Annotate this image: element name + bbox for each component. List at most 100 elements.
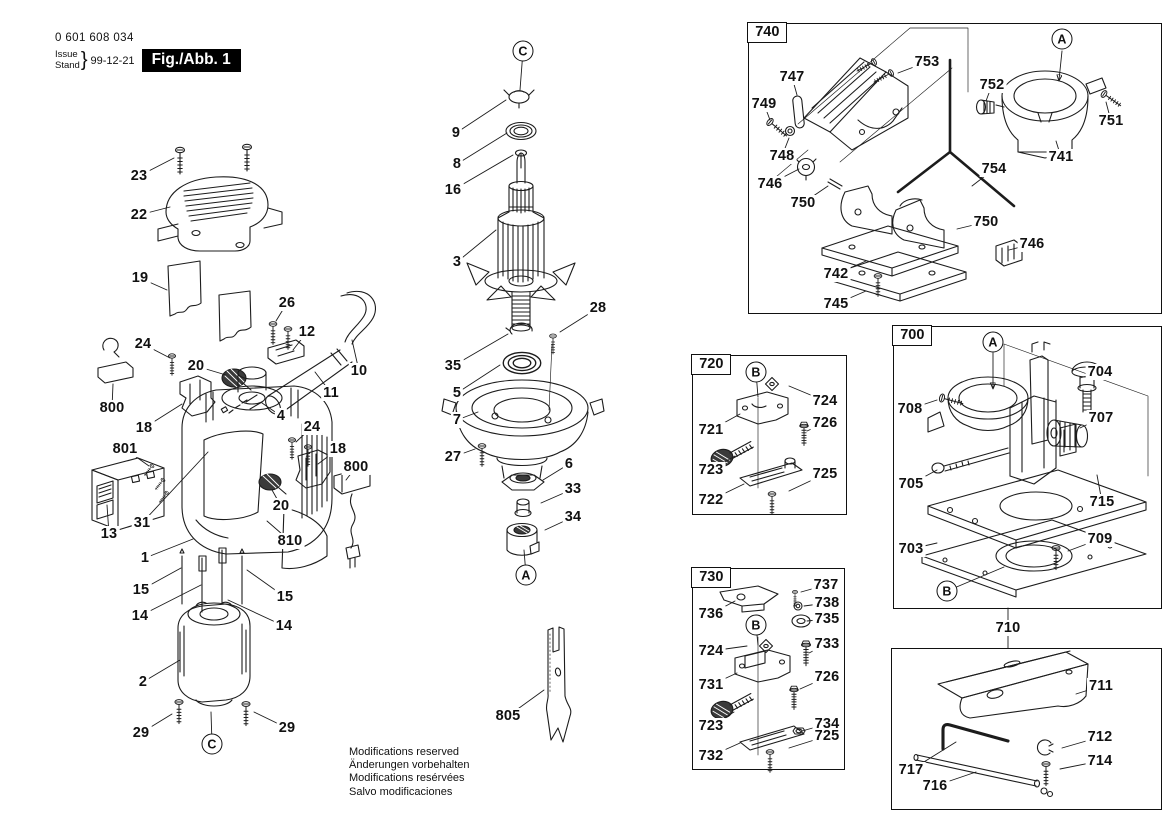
leader-line (111, 383, 114, 409)
leader-line (985, 84, 993, 102)
document-part-number: 0 601 608 034 (55, 32, 134, 44)
art-field-stator (174, 547, 251, 727)
leader-line (542, 463, 570, 481)
leader-line (1096, 474, 1103, 503)
leader-line (710, 672, 738, 686)
header: 0 601 608 034 Issue Stand } 99-12-21 Fig… (55, 32, 241, 72)
leader-line (456, 132, 508, 165)
box-label-740: 740 (747, 22, 788, 44)
leader-line (140, 713, 173, 734)
leader-line (138, 157, 175, 177)
disclaimer-line-fr: Modifications resérvées (349, 772, 465, 785)
leader-line (345, 466, 357, 481)
leader-line (1059, 760, 1101, 770)
leader-line (210, 711, 213, 745)
leader-line (261, 402, 282, 417)
art-switch (91, 457, 170, 531)
leader-line (1075, 685, 1102, 695)
leader-line (710, 645, 748, 652)
leader-line (106, 504, 110, 535)
art-main-motor-cap (157, 143, 283, 252)
leader-line (253, 711, 288, 729)
leader-line (755, 624, 759, 646)
leader-line (141, 451, 209, 524)
leader-line (455, 99, 507, 134)
art-motor-housing (181, 366, 333, 570)
art-box730-assembly (708, 585, 811, 773)
leader-line (791, 76, 798, 96)
art-left-clip (97, 337, 252, 417)
leader-line (452, 333, 509, 367)
sub-assembly-box-700: 700 (892, 325, 1162, 609)
leader-line (1067, 538, 1101, 552)
issue-date: 99-12-21 (90, 54, 135, 67)
figure-title-badge: Fig./Abb. 1 (141, 49, 241, 72)
leader-line (452, 154, 514, 191)
leader-line (523, 549, 527, 576)
sub-assembly-box-740: 740 (747, 22, 1162, 314)
leader-line (144, 538, 194, 559)
leader-line (540, 488, 574, 504)
leader-line (142, 343, 171, 359)
leader-line (266, 520, 291, 542)
sub-assembly-box-720: 720 (691, 354, 847, 515)
leader-line (292, 331, 308, 351)
issue-row: Issue Stand } 99-12-21 Fig./Abb. 1 (55, 49, 241, 72)
leader-line (800, 584, 827, 593)
leader-line (519, 50, 524, 91)
leader-line (910, 469, 938, 485)
art-cable-clamp (267, 321, 305, 365)
leader-line (799, 676, 828, 690)
leader-line (140, 567, 182, 591)
box-label-700: 700 (892, 325, 933, 347)
modifications-disclaimer: Modifications reserved Änderungen vorbeh… (349, 746, 469, 799)
reference-arrow (1059, 50, 1063, 80)
leader-line (710, 413, 741, 431)
leader-line (801, 723, 828, 732)
leader-line (456, 411, 479, 421)
leader-line (971, 168, 995, 187)
leader-line (227, 599, 285, 627)
leader-line (806, 422, 826, 432)
leader-line (788, 385, 826, 402)
leader-line (956, 221, 987, 230)
disclaimer-line-de: Änderungen vorbehalten (349, 759, 470, 772)
sub-assembly-box-710 (891, 648, 1162, 810)
leader-line (142, 659, 181, 683)
leader-line (934, 771, 977, 787)
box-label-730: 730 (691, 567, 732, 589)
art-box720-assembly (708, 376, 809, 515)
disclaimer-line-es: Salvo modificaciones (349, 785, 453, 798)
leader-line (788, 473, 826, 492)
leader-line (246, 569, 286, 598)
leader-line (781, 137, 790, 157)
issue-label: Issue (55, 49, 78, 60)
art-box710-assembly (913, 650, 1089, 798)
art-box700-assembly (921, 341, 1149, 598)
leader-line (1061, 736, 1101, 749)
art-brush-holder-right (258, 437, 371, 569)
box-label-720: 720 (691, 354, 732, 376)
disclaimer-line-en: Modifications reserved (349, 746, 460, 758)
leader-line (763, 103, 771, 121)
leader-line (788, 735, 828, 749)
leader-line (802, 185, 829, 204)
sub-assembly-box-730: 730 (691, 567, 845, 770)
leader-line (456, 364, 501, 394)
brace-glyph: } (80, 49, 88, 71)
leader-line (544, 516, 574, 531)
leader-line (897, 61, 928, 74)
leader-line (452, 448, 476, 458)
leader-line (559, 307, 599, 333)
stand-label: Stand (55, 59, 80, 71)
leader-line (138, 206, 171, 216)
leader-line (271, 489, 282, 507)
art-brush-flaps (167, 260, 252, 342)
leader-line (275, 302, 288, 322)
leader-line (909, 399, 938, 410)
leader-line (835, 290, 867, 305)
leader-line (143, 403, 183, 429)
leader-line (1105, 101, 1112, 122)
